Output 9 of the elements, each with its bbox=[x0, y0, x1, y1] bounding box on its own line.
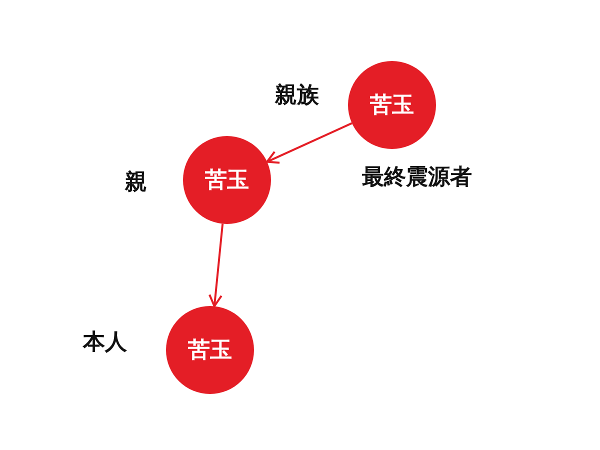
node-label: 苦玉 bbox=[188, 337, 232, 365]
node-label: 苦玉 bbox=[205, 167, 249, 195]
side-label: 親 bbox=[125, 169, 147, 197]
side-label: 本人 bbox=[83, 329, 127, 357]
arrow bbox=[208, 224, 224, 308]
node-label: 苦玉 bbox=[370, 92, 414, 120]
arrow bbox=[266, 122, 352, 164]
side-label: 最終震源者 bbox=[362, 164, 472, 192]
side-label: 親族 bbox=[275, 82, 319, 110]
